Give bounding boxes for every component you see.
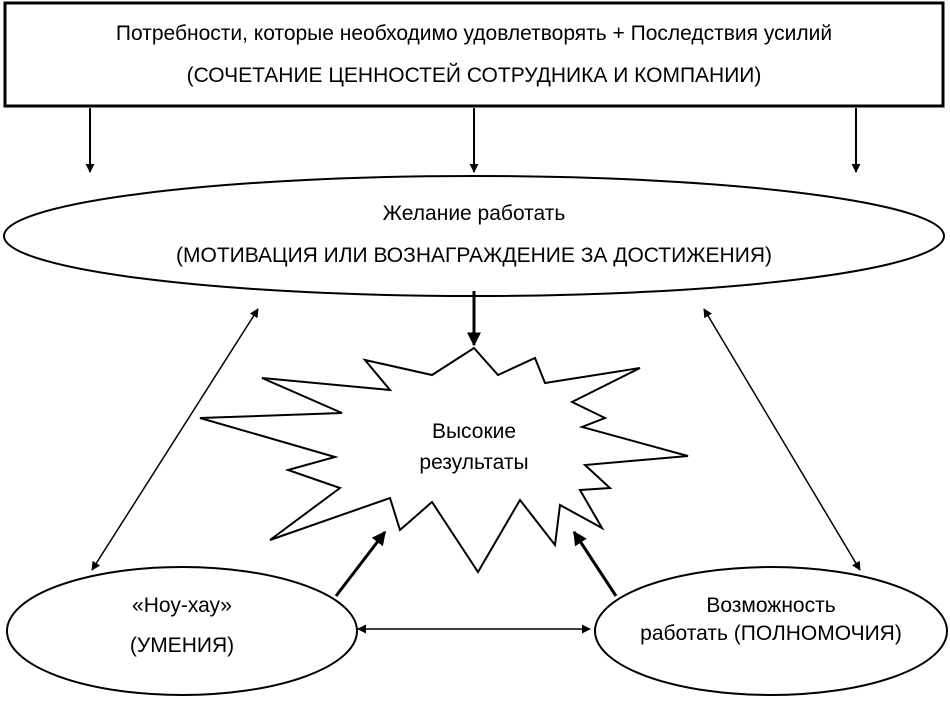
authority-line-1: Возможность (706, 594, 835, 617)
header-box (3, 1, 945, 108)
skills-line-1: «Ноу-хау» (132, 594, 232, 617)
motivation-line-2: (МОТИВАЦИЯ ИЛИ ВОЗНАГРАЖДЕНИЕ ЗА ДОСТИЖЕ… (176, 244, 772, 267)
authority-line-2: работать (ПОЛНОМОЧИЯ) (640, 622, 902, 645)
motivation-ellipse (3, 175, 945, 297)
results-line-2: результаты (419, 451, 528, 474)
authority-ellipse (594, 566, 948, 696)
results-starburst (199, 346, 689, 574)
arrow-skills-to-results (334, 530, 387, 597)
skills-line-2: (УМЕНИЯ) (130, 634, 234, 657)
header-line-2: (СОЧЕТАНИЕ ЦЕННОСТЕЙ СОТРУДНИКА И КОМПАН… (187, 63, 762, 87)
results-line-1: Высокие (432, 420, 516, 443)
skills-ellipse (6, 566, 358, 696)
arrow-motivation-authority (703, 308, 861, 571)
header-line-1: Потребности, которые необходимо удовлетв… (116, 22, 832, 45)
arrow-authority-to-results (572, 530, 618, 597)
motivation-line-1: Желание работать (383, 202, 566, 225)
arrow-motivation-skills (91, 308, 259, 571)
